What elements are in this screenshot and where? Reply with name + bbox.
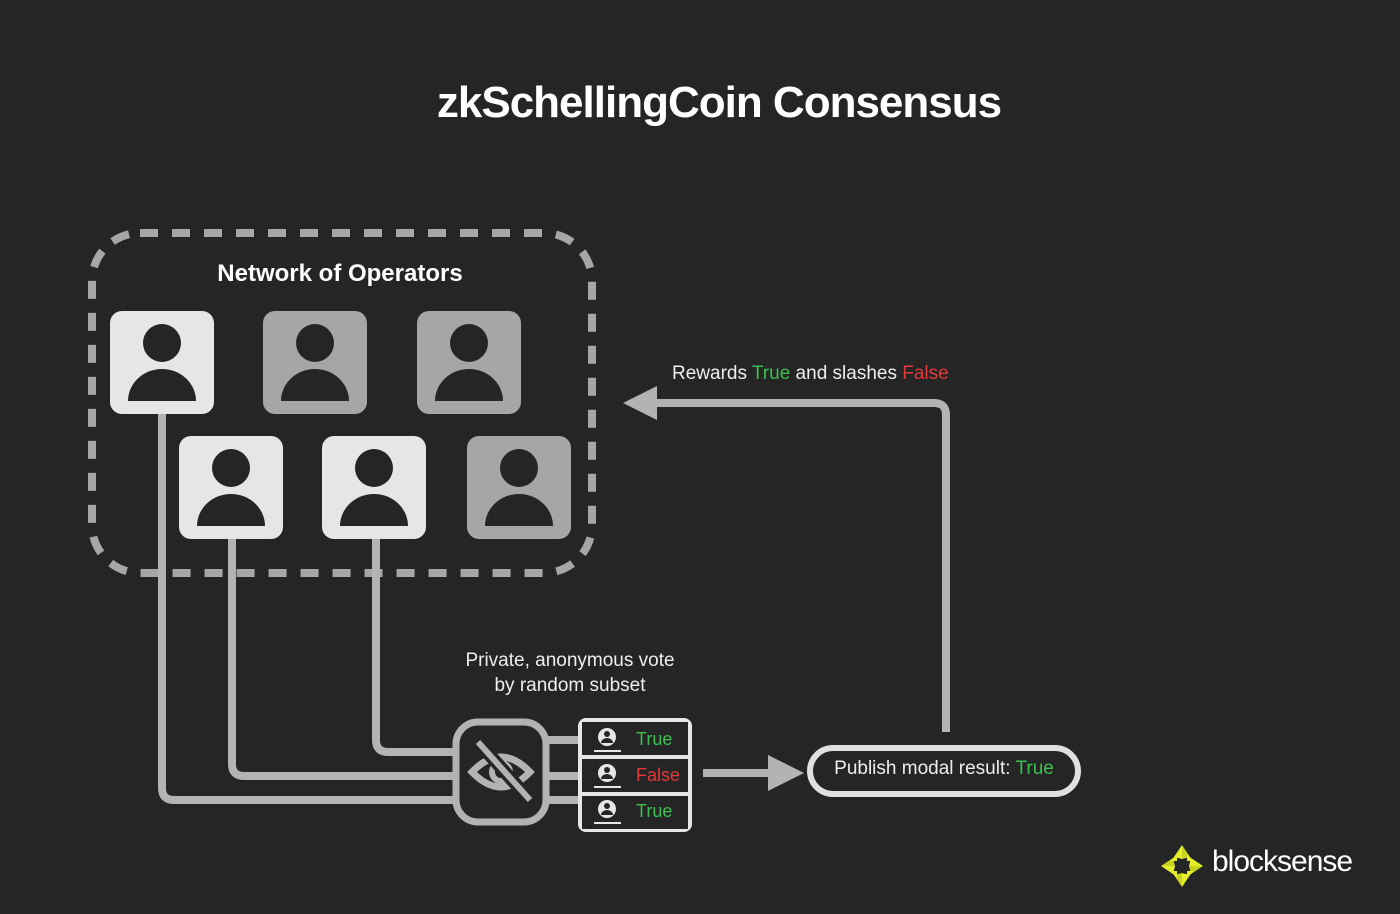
publish-result: True [1015,758,1054,779]
publish-label: Publish modal result: True [810,758,1078,780]
diagram-title: zkSchellingCoin Consensus [436,78,1002,127]
network-boundary [88,229,596,577]
operator-2 [263,311,367,414]
feedback-false-word: False [902,363,949,384]
vote-value-3: True [636,801,673,821]
arrow-to-network [623,386,657,420]
feedback-middle: and slashes [790,363,903,384]
feedback-true-word: True [751,363,791,384]
vote-list [578,718,692,832]
blocksense-logo-icon [1161,845,1203,887]
vote-value-1: True [636,729,673,749]
operator-6 [467,436,571,539]
feedback-prefix: Rewards [672,363,752,384]
operator-3 [417,311,521,414]
operator-connectors [158,399,950,804]
feedback-label: Rewards True and slashes False [672,363,949,385]
eye-slash-icon [452,718,550,826]
publish-prefix: Publish modal result: [834,758,1016,779]
private-vote-line1: Private, anonymous vote [465,650,675,671]
operator-5 [322,436,426,539]
vote-value-2: False [636,765,681,785]
network-label: Network of Operators [217,260,463,287]
publish-pill [807,745,1081,797]
operator-4 [179,436,283,539]
private-vote-line2: by random subset [494,675,646,696]
arrow-to-publish [768,755,804,791]
operator-1 [110,311,214,414]
private-vote-label: Private, anonymous vote by random subset [430,648,710,698]
brand-name: blocksense [1212,845,1353,878]
